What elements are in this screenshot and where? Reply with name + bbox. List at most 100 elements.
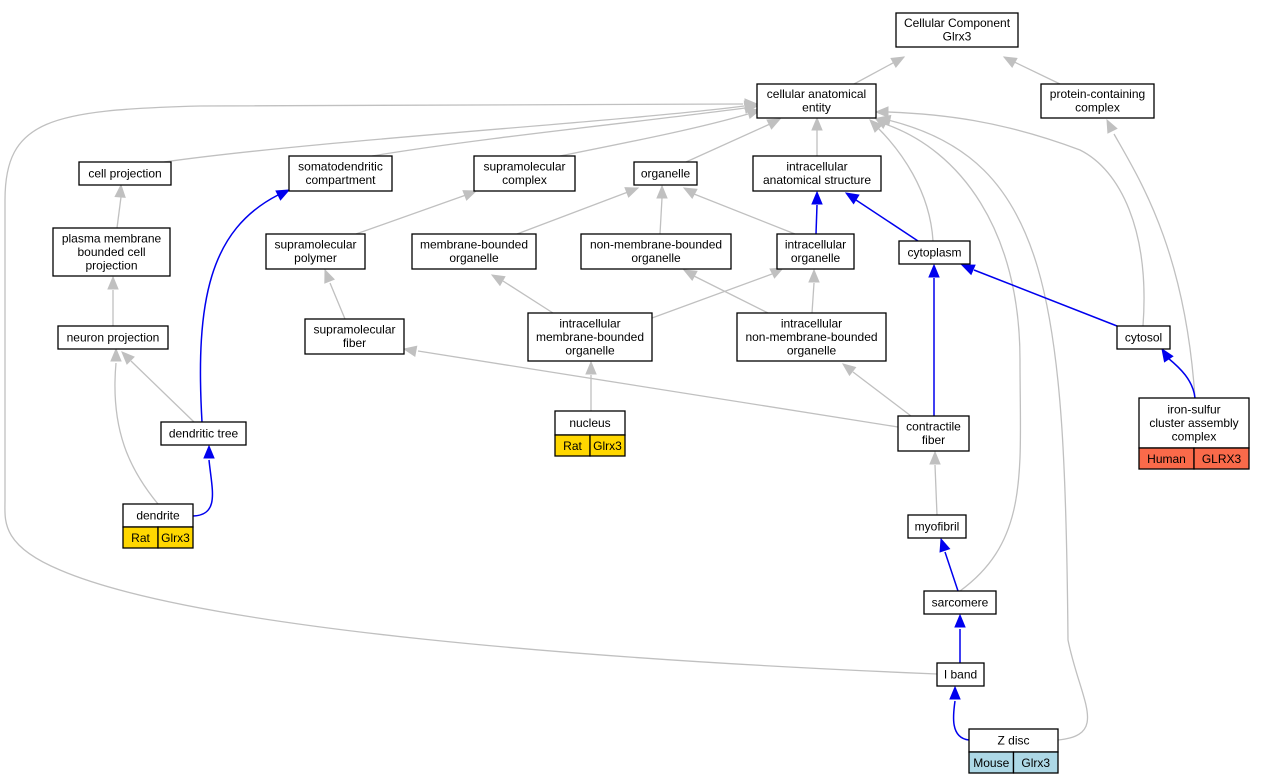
edge-iband-cae-line (4, 103, 938, 675)
edge-dt-sdc-arrowhead (275, 189, 291, 201)
edge-cf-smf-arrowhead (402, 345, 418, 357)
node-inmbo-label-line-2: non-membrane-bounded (745, 330, 877, 344)
node-nucleus-label-line-1: nucleus (569, 416, 610, 430)
edge-pmbcp-cp-line (116, 196, 122, 229)
node-sarc-label-line-1: sarcomere (932, 595, 989, 609)
node-imbo-label-line-1: intracellular (559, 316, 620, 330)
node-smc-box (473, 155, 576, 192)
node-smc-label-line-2: complex (502, 173, 547, 187)
edge-nucleus-imbo-arrowhead (585, 360, 597, 375)
node-inmbo-label-line-3: organelle (787, 343, 837, 357)
node-myo[interactable]: myofibril (907, 514, 967, 539)
edge-io-org (682, 187, 796, 235)
edge-cp-cae (163, 100, 759, 163)
edge-smp-smc-line (355, 194, 467, 235)
edge-dt-np-arrowhead (121, 351, 135, 365)
node-pmbcp-label-line-3: projection (85, 258, 137, 272)
edge-sdc-cae-line (371, 107, 746, 157)
edge-sarc-myo-arrowhead (939, 537, 951, 553)
edge-cf-inmbo-arrowhead (841, 363, 857, 377)
node-nucleus-gene: Glrx3 (593, 439, 622, 453)
edge-pmbcp-cp (114, 183, 126, 229)
edge-sarc-myo-line (944, 551, 959, 592)
node-imbo-box (527, 312, 653, 362)
edge-dendrite-dt (192, 444, 215, 517)
node-ias-label-line-2: anatomical structure (763, 173, 871, 187)
edge-mbo-org (516, 187, 640, 235)
edge-pcc-root (1002, 56, 1061, 85)
node-cytosol[interactable]: cytosol (1116, 325, 1171, 350)
edge-org-cae-arrowhead (766, 118, 782, 130)
node-inmbo-box (736, 312, 887, 362)
node-root-label-line-2: Glrx3 (943, 30, 972, 44)
edge-inmbo-io-line (811, 282, 815, 314)
node-nucleus-box (554, 410, 626, 436)
node-isc-label-line-3: complex (1172, 429, 1217, 443)
node-cyto-label-line-1: cytoplasm (907, 245, 961, 259)
edge-smp-smc-arrowhead (462, 190, 478, 201)
node-dt-label-line-1: dendritic tree (169, 426, 239, 440)
edge-smp-smc (355, 190, 478, 235)
node-smf-label-line-1: supramolecular (313, 323, 395, 337)
node-np-label-line-1: neuron projection (67, 330, 160, 344)
node-iband[interactable]: I band (936, 662, 985, 687)
edge-dt-sdc-line (199, 194, 279, 423)
edge-mbo-org-arrowhead (624, 187, 640, 198)
node-iband-box (936, 662, 985, 687)
edge-iband-cae (4, 98, 938, 675)
node-org[interactable]: organelle (633, 161, 698, 186)
node-isc-box (1138, 397, 1250, 449)
node-inmbo[interactable]: intracellularnon-membrane-boundedorganel… (736, 312, 887, 362)
node-np[interactable]: neuron projection (57, 325, 169, 350)
node-cf-label-line-1: contractile (906, 420, 961, 434)
edge-inmbo-io-arrowhead (808, 268, 820, 283)
node-pcc-label-line-1: protein-containing (1050, 87, 1145, 101)
node-myo-box (907, 514, 967, 539)
node-org-box (633, 161, 698, 186)
edge-cyto-ias-line (855, 199, 919, 242)
node-sarc[interactable]: sarcomere (923, 590, 997, 615)
node-dt[interactable]: dendritic tree (160, 421, 247, 446)
node-smp-box (265, 233, 366, 270)
node-smp-label-line-1: supramolecular (274, 238, 356, 252)
edge-smf-smp-arrowhead (324, 268, 335, 284)
edge-cf-cyto (928, 263, 940, 416)
edge-np-pmbcp-arrowhead (107, 275, 119, 290)
node-cyto[interactable]: cytoplasm (898, 240, 971, 265)
edge-isc-cytosol (1161, 347, 1196, 399)
edge-inmbo-nmbo-line (693, 275, 769, 314)
node-sdc-label-line-2: compartment (305, 173, 376, 187)
edge-imbo-mbo-line (502, 280, 554, 314)
edge-dendrite-dt-line (192, 459, 214, 517)
node-cp[interactable]: cell projection (78, 161, 172, 186)
edge-inmbo-nmbo-arrowhead (682, 269, 698, 281)
node-isc-label-line-2: cluster assembly (1149, 416, 1238, 430)
edge-cf-smf-line (417, 350, 899, 428)
node-nmbo-box (580, 233, 732, 270)
node-zdisc-label-line-1: Z disc (997, 733, 1029, 747)
node-io-box (776, 233, 855, 270)
edge-imbo-mbo (490, 274, 554, 314)
edge-cytosol-cyto (960, 264, 1118, 327)
node-ias-label-line-1: intracellular (786, 160, 847, 174)
edge-cp-cae-line (163, 105, 745, 163)
